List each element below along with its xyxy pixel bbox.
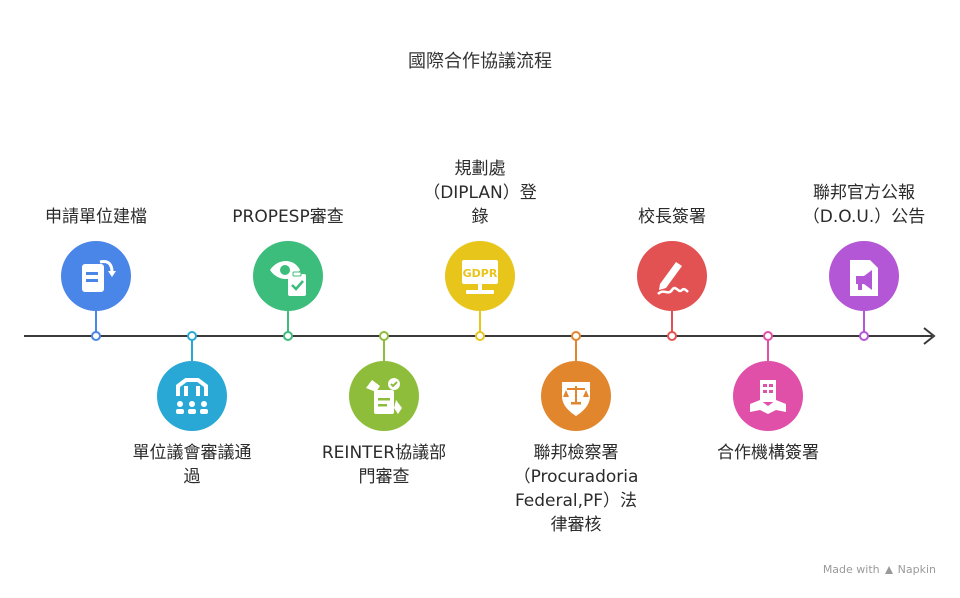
step-label-line: 錄 [471, 207, 489, 227]
step-label-line: 過 [183, 467, 201, 487]
document-arrow-icon [82, 260, 116, 292]
step-label-line: 單位議會審議通 [132, 443, 252, 463]
building-handshake-icon [750, 380, 786, 414]
step-connector [863, 311, 865, 336]
axis-marker [379, 331, 389, 341]
step-connector [767, 336, 769, 361]
step-icon-circle [637, 241, 707, 311]
step-label-line: 規劃處 [454, 159, 506, 179]
gdpr-monitor-icon: GDPR [462, 260, 498, 294]
step-label: REINTER協議部門審查 [304, 441, 464, 489]
megaphone-document-icon [850, 260, 878, 296]
axis-marker [91, 331, 101, 341]
step-label-line: 聯邦官方公報 [813, 183, 915, 203]
eye-clipboard-icon [270, 261, 306, 296]
axis-marker [283, 331, 293, 341]
step-label: 聯邦官方公報 （D.O.U.）公告 [784, 181, 944, 229]
step-connector [95, 311, 97, 336]
step-label-line: 申請單位建檔 [45, 207, 147, 227]
step-label-line: 合作機構簽署 [717, 443, 819, 463]
signature-pen-icon [657, 262, 689, 295]
step-label: 規劃處 （DIPLAN）登錄 [400, 157, 560, 229]
step-icon-circle [829, 241, 899, 311]
diagram-title: 國際合作協議流程 [408, 51, 552, 72]
step-label-line: 門審查 [358, 467, 410, 487]
step-connector [575, 336, 577, 361]
step-label: 校長簽署 [592, 205, 752, 229]
step-icon-circle [61, 241, 131, 311]
step-connector [191, 336, 193, 361]
step-icon-circle: GDPR [445, 241, 515, 311]
step-connector [383, 336, 385, 361]
axis-marker [859, 331, 869, 341]
step-label-line: Federal,PF）法 [514, 491, 638, 511]
step-label: PROPESP審查 [208, 205, 368, 229]
step-label-line: （D.O.U.）公告 [802, 207, 926, 227]
axis-marker [187, 331, 197, 341]
watermark-prefix: Made with [822, 563, 880, 576]
step-icon-circle [157, 361, 227, 431]
step-connector [287, 311, 289, 336]
step-label-line: PROPESP審查 [232, 207, 344, 227]
svg-text:GDPR: GDPR [463, 267, 498, 280]
axis-marker [475, 331, 485, 341]
scales-shield-icon [562, 382, 590, 416]
step-icon-circle [349, 361, 419, 431]
step-label: 合作機構簽署 [688, 441, 848, 465]
axis-marker [667, 331, 677, 341]
step-label-line: 聯邦檢察署 [533, 443, 619, 463]
step-icon-circle [253, 241, 323, 311]
step-label-line: 校長簽署 [638, 207, 706, 227]
step-label-line: REINTER協議部 [321, 443, 447, 463]
step-label: 單位議會審議通過 [112, 441, 272, 489]
axis-marker [571, 331, 581, 341]
council-icon [176, 378, 208, 414]
watermark: Made with Napkin [823, 563, 936, 576]
axis-marker [763, 331, 773, 341]
step-label-line: 律審核 [550, 515, 602, 535]
step-connector [479, 311, 481, 336]
step-icon-circle [541, 361, 611, 431]
watermark-brand: Napkin [897, 563, 936, 576]
step-label-line: （DIPLAN）登 [423, 183, 537, 203]
step-icon-circle [733, 361, 803, 431]
napkin-logo-icon [884, 565, 893, 574]
step-connector [671, 311, 673, 336]
step-label: 申請單位建檔 [16, 205, 176, 229]
handshake-document-icon [366, 378, 402, 414]
step-label-line: （Procuradoria [513, 467, 639, 487]
